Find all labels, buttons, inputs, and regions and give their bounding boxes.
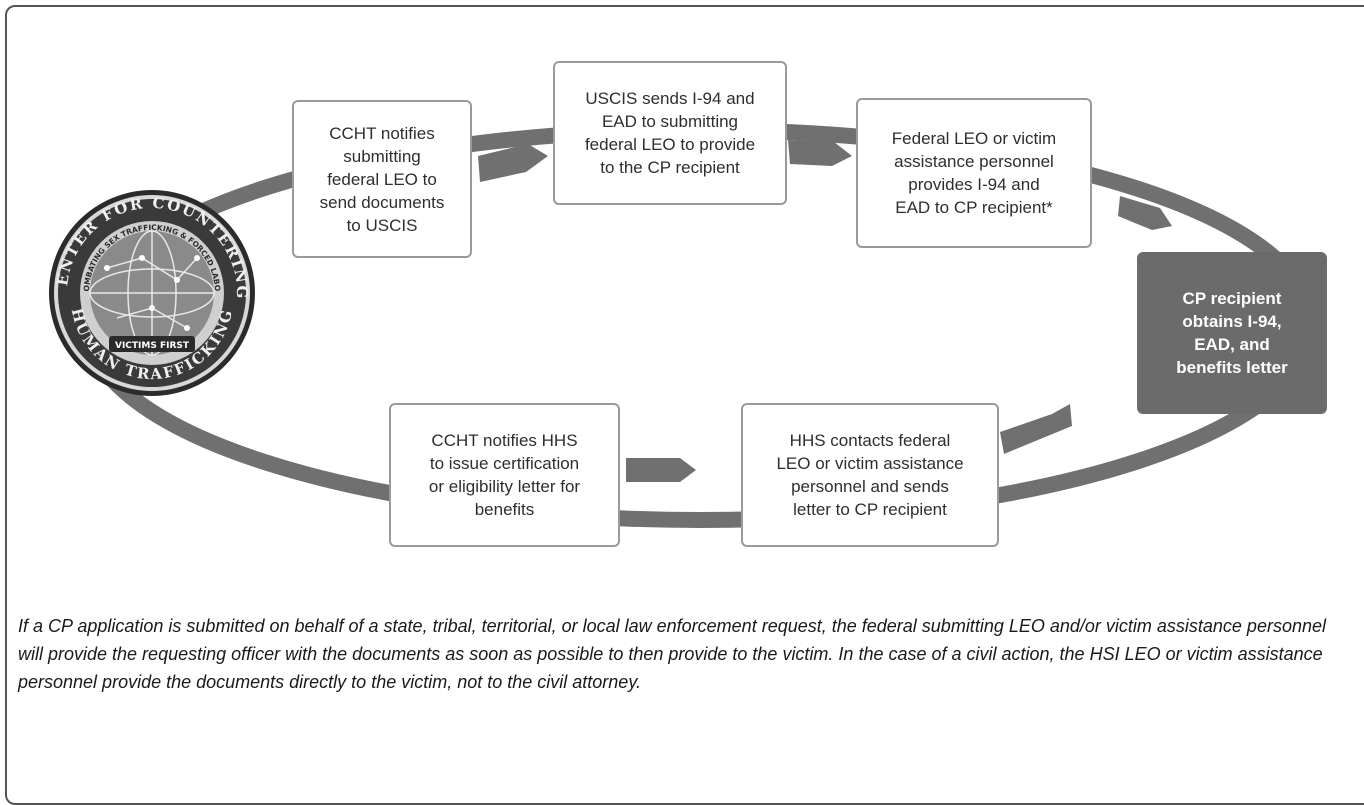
arrow-2-3 <box>788 140 852 166</box>
step-hhs-contacts-leo: HHS contacts federal LEO or victim assis… <box>741 403 999 547</box>
arrow-1-2 <box>478 144 548 182</box>
step-cchtnotifies-leo: CCHT notifies submitting federal LEO to … <box>292 100 472 258</box>
step-cchtnotifies-hhs: CCHT notifies HHS to issue certification… <box>389 403 620 547</box>
footnote-text: If a CP application is submitted on beha… <box>18 616 1326 692</box>
svg-text:VICTIMS FIRST: VICTIMS FIRST <box>115 341 190 351</box>
arrow-5-4 <box>1000 404 1072 454</box>
step-cp-recipient-obtains: CP recipient obtains I-94, EAD, and bene… <box>1137 252 1327 414</box>
step-uscis-sends-docs: USCIS sends I-94 and EAD to submitting f… <box>553 61 787 205</box>
cycle-arrows <box>478 140 1172 482</box>
arrow-6-5 <box>626 458 696 482</box>
cctht-seal-logo: CENTER FOR COUNTERING HUMAN TRAFFICKING … <box>47 188 255 396</box>
step-leo-provides-docs: Federal LEO or victim assistance personn… <box>856 98 1092 248</box>
arrow-3-4 <box>1118 196 1172 230</box>
